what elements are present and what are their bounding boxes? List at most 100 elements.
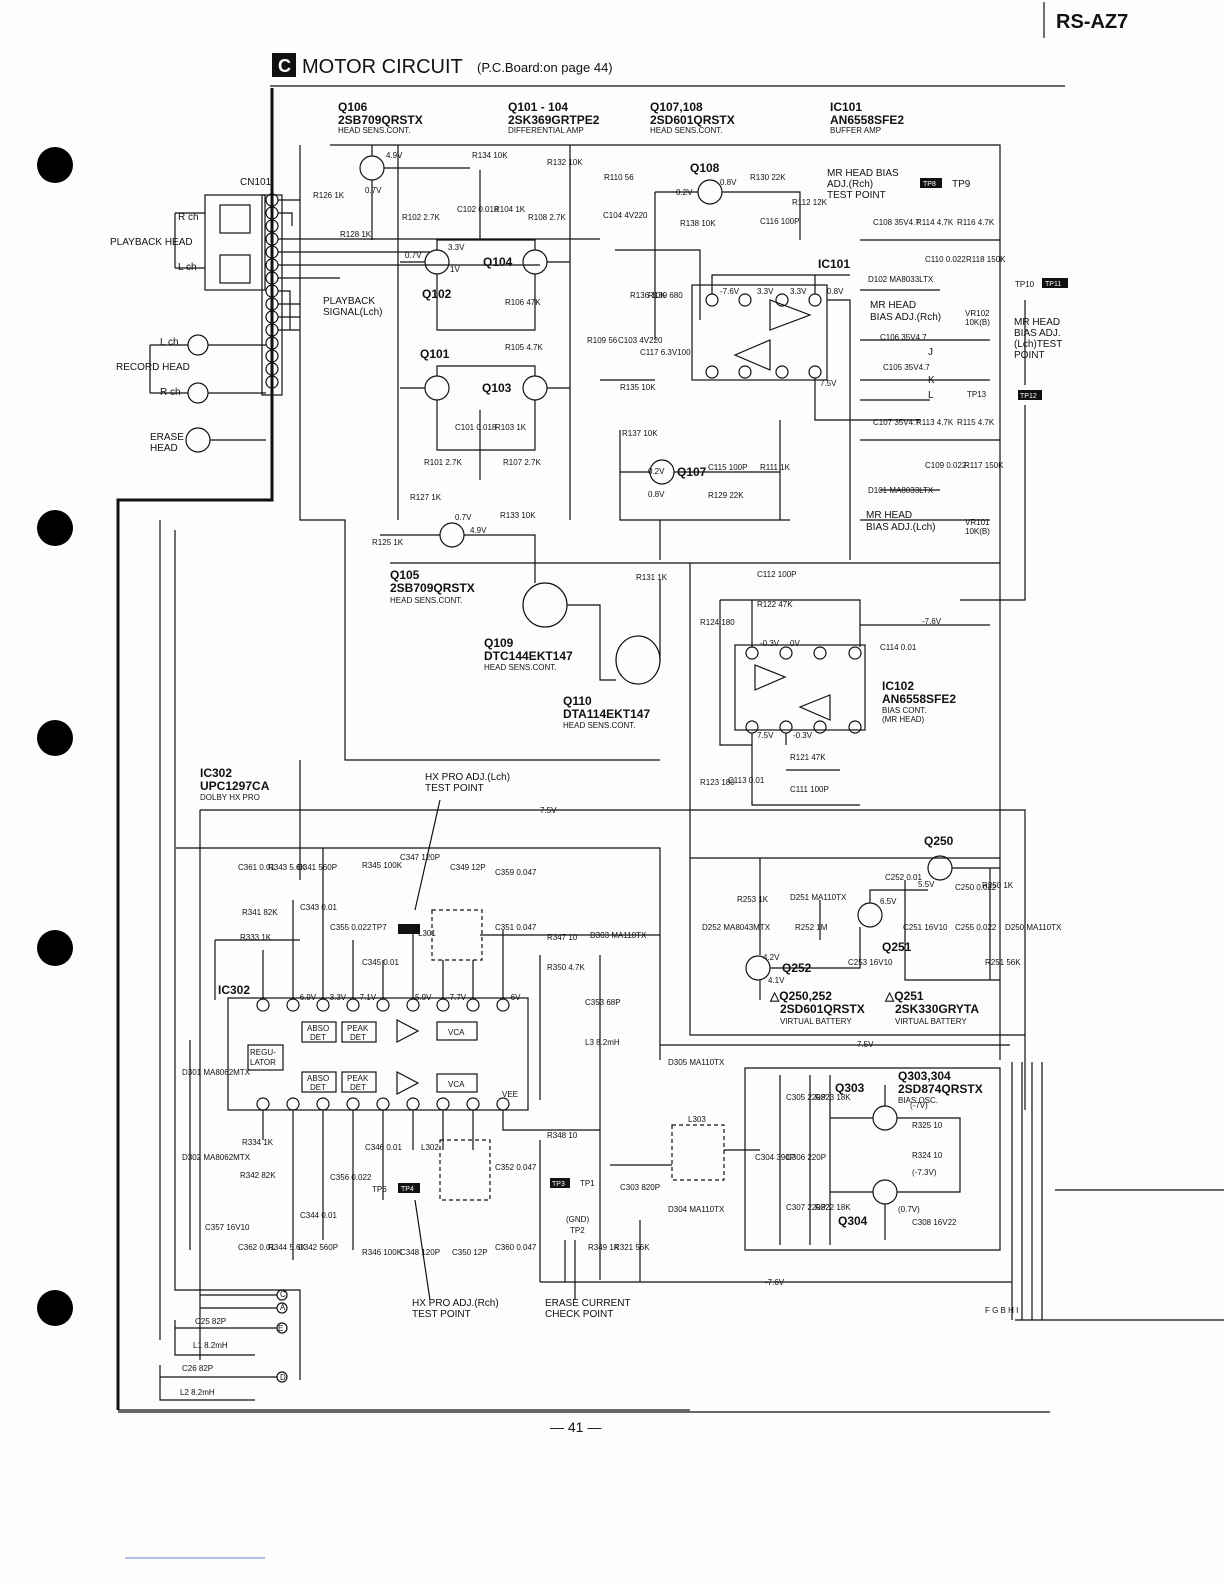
- svg-text:2SD601QRSTX: 2SD601QRSTX: [650, 113, 735, 127]
- svg-text:C109 0.022: C109 0.022: [925, 461, 967, 470]
- svg-text:R121 47K: R121 47K: [790, 753, 826, 762]
- ic102-frame: [689, 563, 1025, 1036]
- svg-text:D101 MA8033LTX: D101 MA8033LTX: [868, 486, 934, 495]
- svg-text:-0.3V: -0.3V: [793, 731, 813, 740]
- svg-text:C111 100P: C111 100P: [790, 785, 829, 794]
- svg-text:ABSO: ABSO: [307, 1074, 329, 1083]
- svg-text:-6V: -6V: [508, 993, 521, 1002]
- rail-75v-label-2: 7.5V: [857, 1040, 874, 1049]
- svg-text:Q106: Q106: [338, 100, 368, 114]
- vr102-label-4: 10K(B): [965, 318, 990, 327]
- svg-text:AN6558SFE2: AN6558SFE2: [830, 113, 904, 127]
- svg-text:R252 1M: R252 1M: [795, 923, 828, 932]
- q108-label: Q108: [690, 161, 720, 175]
- erase-check-label-1: ERASE CURRENT: [545, 1298, 631, 1309]
- svg-text:R127 1K: R127 1K: [410, 493, 442, 502]
- tp1-label[interactable]: TP1: [580, 1179, 595, 1188]
- tp8-badge[interactable]: [920, 178, 942, 188]
- svg-text:-7.6V: -7.6V: [720, 287, 740, 296]
- svg-text:(-7V): (-7V): [910, 1101, 928, 1110]
- svg-text:HEAD SENS.CONT.: HEAD SENS.CONT.: [484, 663, 556, 672]
- svg-text:(0.7V): (0.7V): [898, 1205, 920, 1214]
- tp6-label: TP6: [372, 1185, 387, 1194]
- vca-bottom: [436, 1073, 478, 1093]
- q110-block: Q110 DTA114EKT147 HEAD SENS.CONT.: [563, 694, 650, 730]
- ic302-body: [227, 997, 529, 1111]
- ic302-top-rail: [176, 847, 661, 1060]
- vr101-label-4: 10K(B): [965, 527, 990, 536]
- svg-text:0.8V: 0.8V: [648, 490, 665, 499]
- conn-d-label: D: [280, 1373, 286, 1382]
- svg-text:R334 1K: R334 1K: [242, 1138, 274, 1147]
- svg-text:C103 4V220: C103 4V220: [618, 336, 663, 345]
- svg-text:2SK369GRTPE2: 2SK369GRTPE2: [508, 113, 600, 127]
- svg-text:R125 1K: R125 1K: [372, 538, 404, 547]
- svg-text:IC102: IC102: [882, 679, 914, 693]
- svg-text:C344 0.01: C344 0.01: [300, 1211, 337, 1220]
- abso-det-bottom: [301, 1071, 337, 1093]
- svg-text:C357 16V10: C357 16V10: [205, 1223, 250, 1232]
- svg-text:0.7V: 0.7V: [405, 251, 422, 260]
- svg-text:-3.3V: -3.3V: [327, 993, 347, 1002]
- transistor-q101: [424, 375, 450, 401]
- svg-text:0.7V: 0.7V: [455, 513, 472, 522]
- svg-text:PEAK: PEAK: [347, 1074, 369, 1083]
- svg-text:C250 0.022: C250 0.022: [955, 883, 997, 892]
- vr102-label-1: MR HEAD: [870, 300, 916, 311]
- bias-osc-frame: [744, 1067, 1001, 1251]
- erase-head: [185, 427, 211, 453]
- svg-text:R253 1K: R253 1K: [737, 895, 769, 904]
- tp4-badge[interactable]: [398, 1183, 420, 1193]
- svg-text:UPC1297CA: UPC1297CA: [200, 779, 270, 793]
- transistor-q250: [927, 855, 953, 881]
- playback-signal-label-1: PLAYBACK: [323, 296, 375, 307]
- svg-text:R111 1K: R111 1K: [760, 463, 791, 472]
- rail-75v: [200, 809, 1026, 1110]
- erase-check-label-2: CHECK POINT: [545, 1309, 613, 1320]
- svg-text:R101 2.7K: R101 2.7K: [424, 458, 462, 467]
- svg-text:4.9V: 4.9V: [470, 526, 487, 535]
- svg-text:R321 56K: R321 56K: [614, 1243, 650, 1252]
- q109-block: Q109 DTC144EKT147 HEAD SENS.CONT.: [484, 636, 573, 672]
- connector-lines: [1011, 1062, 1043, 1320]
- svg-text:R136 10K: R136 10K: [630, 291, 666, 300]
- tp8-lower-badge[interactable]: [398, 924, 420, 934]
- svg-text:VCA: VCA: [448, 1080, 465, 1089]
- svg-text:R132 10K: R132 10K: [547, 158, 583, 167]
- svg-text:R114 4.7K: R114 4.7K: [916, 218, 954, 227]
- tp7-label: TP7: [372, 923, 387, 932]
- svg-text:Q105: Q105: [390, 568, 420, 582]
- q101-104-block: Q101 - 104 2SK369GRTPE2 DIFFERENTIAL AMP: [508, 100, 600, 135]
- cn101-body: [261, 194, 283, 396]
- svg-text:R102 2.7K: R102 2.7K: [402, 213, 440, 222]
- svg-text:C308 16V22: C308 16V22: [912, 1218, 957, 1227]
- tp12-badge[interactable]: [1018, 390, 1042, 400]
- svg-text:0.7V: 0.7V: [365, 186, 382, 195]
- svg-text:C348 120P: C348 120P: [400, 1248, 440, 1257]
- tp3-badge[interactable]: [550, 1178, 570, 1188]
- svg-text:R107 2.7K: R107 2.7K: [503, 458, 541, 467]
- svg-text:C349 12P: C349 12P: [450, 863, 486, 872]
- svg-text:C343 0.01: C343 0.01: [300, 903, 337, 912]
- regulator-box: [247, 1044, 284, 1071]
- svg-text:R348 10: R348 10: [547, 1131, 578, 1140]
- svg-text:C114 0.01: C114 0.01: [880, 643, 917, 652]
- l2-label: L2 8.2mH: [180, 1388, 215, 1397]
- svg-text:R344 5.6K: R344 5.6K: [268, 1243, 306, 1252]
- svg-text:1V: 1V: [450, 265, 460, 274]
- tp11-badge[interactable]: [1042, 278, 1068, 288]
- transistor-q304: [872, 1179, 898, 1205]
- vr101-label-1: MR HEAD: [866, 510, 912, 521]
- svg-text:R347 10: R347 10: [547, 933, 578, 942]
- svg-text:R116 4.7K: R116 4.7K: [957, 218, 995, 227]
- svg-text:2SB709QRSTX: 2SB709QRSTX: [390, 581, 475, 595]
- vr102-label-2: BIAS ADJ.(Rch): [870, 312, 941, 323]
- svg-text:C355 0.022: C355 0.022: [330, 923, 372, 932]
- svg-text:C303 820P: C303 820P: [620, 1183, 660, 1192]
- tp2-label[interactable]: TP2: [570, 1226, 585, 1235]
- svg-text:-0.3V: -0.3V: [760, 639, 780, 648]
- svg-text:DET: DET: [350, 1033, 366, 1042]
- ic302-amp-bottom: [396, 1071, 420, 1095]
- svg-text:DET: DET: [350, 1083, 366, 1092]
